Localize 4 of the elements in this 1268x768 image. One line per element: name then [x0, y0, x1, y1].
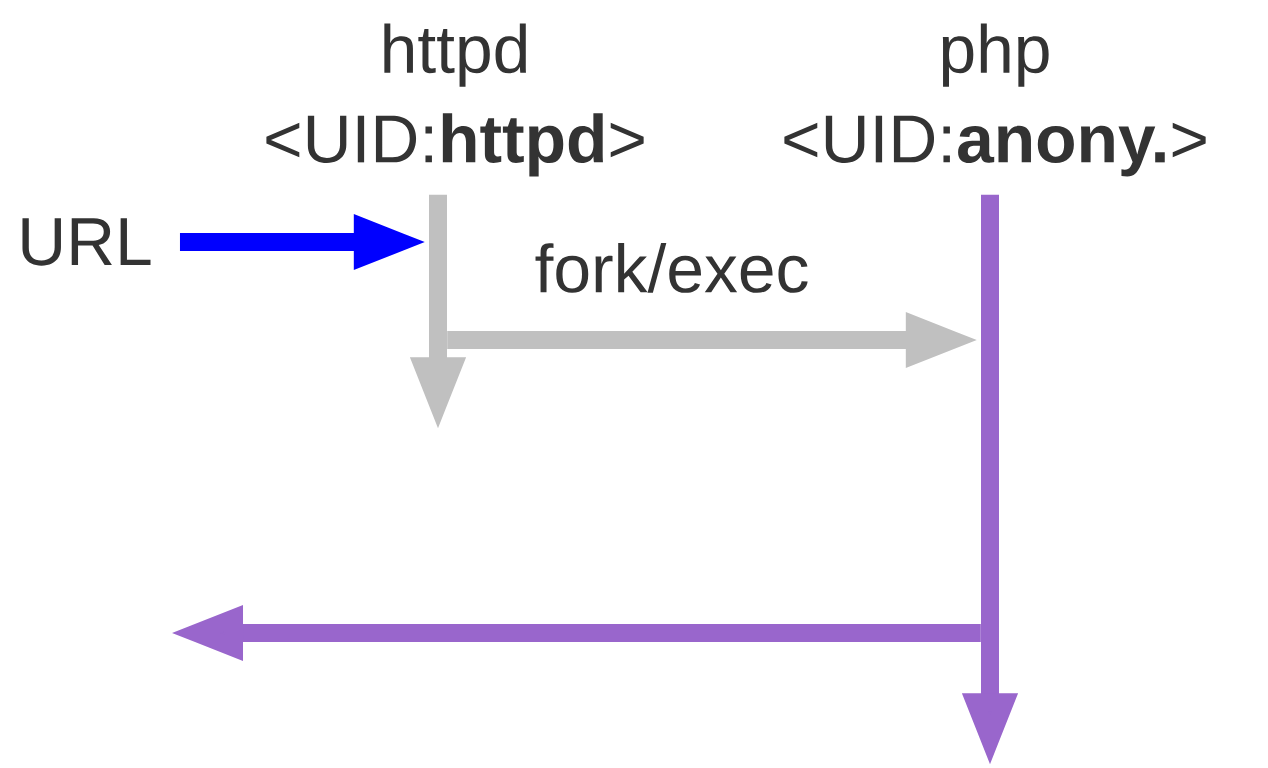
input-label: URL	[22, 218, 151, 266]
header-label: php <UID:anony.>	[784, 23, 1206, 177]
edge-label: fork/exec	[535, 243, 808, 293]
header-label: httpd <UID:httpd>	[266, 23, 644, 177]
